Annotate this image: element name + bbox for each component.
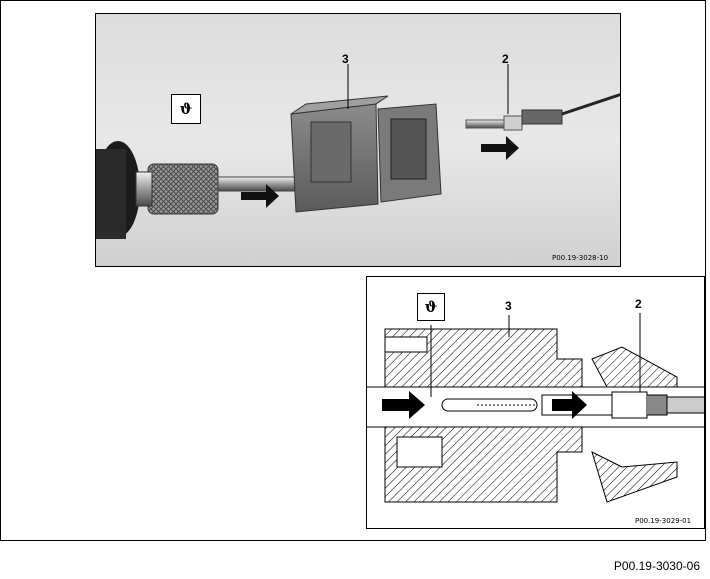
insert-arrow-photo [241,184,279,208]
push-arrow-drawing [552,391,587,419]
insert-arrow-drawing [382,391,425,419]
photo-illustration [96,14,620,266]
figure-frame [0,0,706,541]
figure-code: P00.19-3030-06 [613,559,700,573]
latch-upper [591,346,678,396]
callout-3: 3 [342,52,349,66]
drawing-code: P00.19-3029-01 [635,517,692,525]
callout-2-drawing: 2 [635,297,642,311]
drawing-panel: ϑ 3 2 P00.19-3029-01 [366,276,705,529]
contact-pin [465,93,620,131]
connector-housing [290,95,442,213]
housing-section-upper [384,328,583,388]
photo-code: P00.19-3028-10 [552,254,609,262]
push-arrow-photo [481,136,519,160]
cross-section-drawing [367,313,704,503]
housing-section-lower [384,426,583,503]
latch-lower [591,451,678,503]
callout-2: 2 [502,52,509,66]
knurled-sleeve [147,163,219,215]
photo-panel: ϑ 3 2 P00.19-3028-10 [95,13,621,267]
callout-3-drawing: 3 [505,299,512,313]
special-tool-symbol: ϑ [171,94,201,124]
special-tool-symbol-drawing: ϑ [417,293,445,321]
